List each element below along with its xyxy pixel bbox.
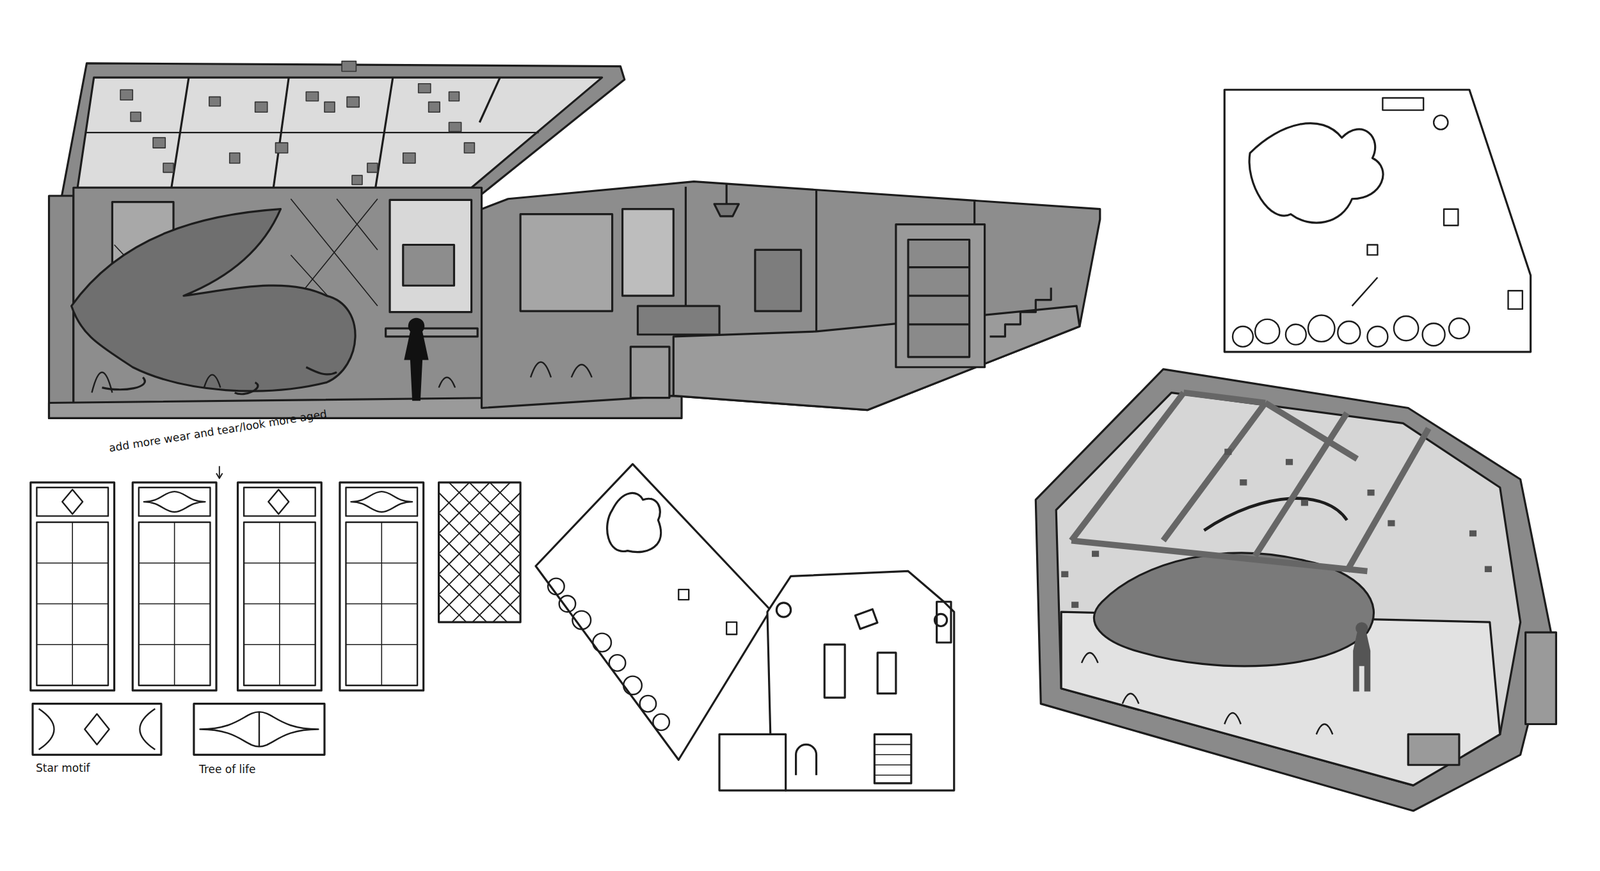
motif-caption: Tree of life [199, 762, 256, 776]
motif-caption: Star motif [35, 761, 91, 775]
